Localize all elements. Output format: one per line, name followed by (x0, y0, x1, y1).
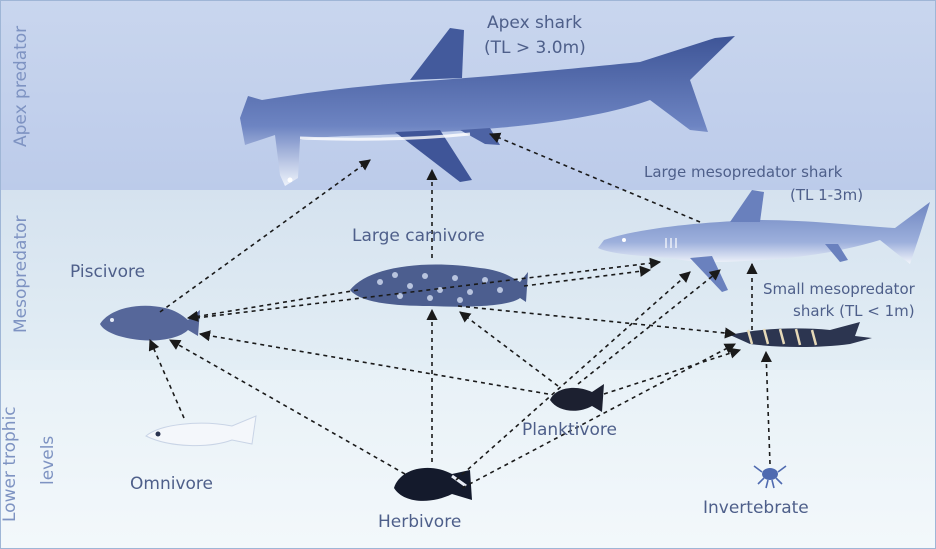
crab-icon (754, 466, 786, 488)
label-piscivore: Piscivore (70, 262, 145, 282)
label-apex-shark-2: (TL > 3.0m) (484, 38, 586, 58)
label-apex-shark-1: Apex shark (487, 13, 582, 33)
label-large-carnivore: Large carnivore (352, 226, 485, 246)
surgeonfish-icon (394, 468, 472, 501)
label-invertebrate: Invertebrate (703, 498, 809, 518)
arrow-piscivore-to-apex (160, 160, 370, 312)
arrow-omnivore-to-piscivore (150, 340, 184, 418)
label-large-meso-2: (TL 1-3m) (790, 186, 863, 204)
label-small-meso-2: shark (TL < 1m) (793, 302, 915, 320)
grouper-icon (350, 264, 528, 306)
label-planktivore: Planktivore (522, 420, 617, 440)
snapper-icon (100, 306, 200, 341)
label-small-meso-1: Small mesopredator (763, 280, 915, 298)
omnivore-fish-icon (146, 416, 256, 446)
arrow-carnivore-to-piscivore (188, 290, 358, 318)
arrow-invertebrate-to-smallmeso (766, 352, 770, 464)
arrow-herbivore-to-piscivore (170, 340, 405, 474)
large-mesopredator-shark-icon (598, 190, 930, 292)
label-large-meso-1: Large mesopredator shark (644, 163, 842, 181)
arrow-herbivore-to-smallmeso (462, 344, 735, 488)
label-herbivore: Herbivore (378, 512, 461, 532)
arrow-planktivore-to-largemeso (578, 270, 720, 384)
small-mesopredator-shark-icon (730, 322, 872, 347)
arrow-planktivore-to-carnivore (460, 312, 558, 386)
arrow-planktivore-to-piscivore (200, 334, 548, 394)
label-omnivore: Omnivore (130, 474, 213, 494)
arrow-carnivore-to-smallmeso (458, 306, 735, 334)
arrow-carnivore-to-largemeso (524, 270, 650, 286)
arrow-planktivore-to-smallmeso (604, 350, 740, 394)
